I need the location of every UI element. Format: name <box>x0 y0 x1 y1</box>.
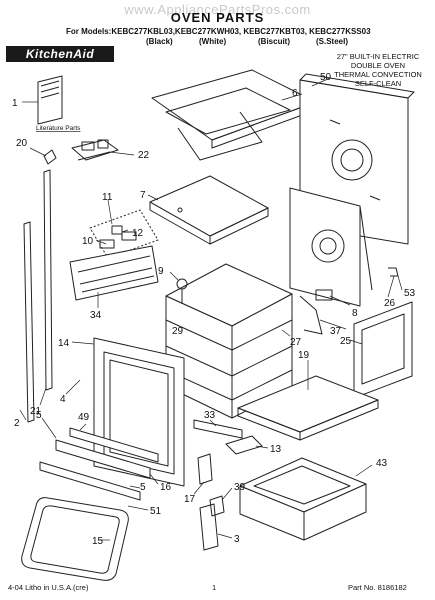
description-line: 27" BUILT-IN ELECTRIC <box>336 52 420 61</box>
part-trim-group <box>89 209 159 259</box>
watermark: www.AppliancePartsPros.com <box>124 2 311 17</box>
callout-label: 49 <box>78 412 90 423</box>
callout-label: 11 <box>102 192 113 203</box>
callout-label: 27 <box>290 337 302 348</box>
product-description: 27" BUILT-IN ELECTRIC DOUBLE OVEN THERMA… <box>328 52 428 88</box>
callout-label: 22 <box>138 150 150 161</box>
callout-label: 7 <box>140 190 146 201</box>
callout-label: 26 <box>384 298 396 309</box>
part-number: Part No. 8186182 <box>348 583 407 592</box>
brand-logo: KitchenAid <box>6 46 114 62</box>
callout-label: 3 <box>234 534 240 545</box>
callout-label: 39 <box>234 482 246 493</box>
callout-label: 17 <box>184 494 196 505</box>
part-control-panel <box>69 245 159 301</box>
callout-label: 15 <box>92 536 104 547</box>
part-side-panel <box>289 187 399 335</box>
description-line: DOUBLE OVEN <box>350 61 406 70</box>
callout-label: 43 <box>376 458 388 469</box>
callout-label: 4 <box>60 394 66 405</box>
description-line: THERMAL CONVECTION <box>334 70 422 79</box>
callout-label: 14 <box>58 338 70 349</box>
literature-label: Literature Parts <box>36 125 81 132</box>
callout-label: 51 <box>150 506 162 517</box>
variant-biscuit: (Biscuit) <box>258 37 290 46</box>
part-rails <box>193 419 263 455</box>
callout-label: 8 <box>352 308 358 319</box>
callout-label: 16 <box>160 482 172 493</box>
part-literature <box>37 75 63 125</box>
callout-label: 33 <box>204 410 216 421</box>
callout-label: 12 <box>132 228 144 239</box>
callout-label: 2 <box>14 418 20 429</box>
callout-label: 20 <box>16 138 28 149</box>
callout-numbers: 50 6 1 20 22 7 11 12 10 9 34 8 26 53 29 … <box>12 72 416 547</box>
callout-label: 29 <box>172 326 184 337</box>
part-control-module <box>71 139 119 161</box>
variant-black: (Black) <box>146 37 173 46</box>
part-frame <box>353 301 413 399</box>
part-side-strips <box>23 169 53 423</box>
callout-label: 50 <box>320 72 332 83</box>
part-clip <box>43 149 57 165</box>
callout-label: 19 <box>298 350 310 361</box>
description-line: SELF-CLEAN <box>354 79 402 88</box>
part-top-panel <box>151 69 317 161</box>
variant-steel: (S.Steel) <box>316 37 349 46</box>
variant-white: (White) <box>199 37 227 46</box>
callout-label: 53 <box>404 288 416 299</box>
model-list: For Models:KEBC277KBL03,KEBC277KWH03, KE… <box>66 27 371 36</box>
callout-label: 1 <box>12 98 18 109</box>
callout-label: 25 <box>340 336 352 347</box>
part-bracket <box>197 453 213 485</box>
callout-label: 9 <box>158 266 164 277</box>
callout-label: 10 <box>82 236 94 247</box>
part-drip-tray <box>237 375 379 441</box>
part-upper-shelf <box>149 175 269 245</box>
part-hinge <box>199 495 225 551</box>
callout-label: 6 <box>292 88 298 99</box>
part-bottom-pan <box>239 457 367 541</box>
part-trim-bars <box>39 427 159 501</box>
callout-label: 5 <box>36 410 42 421</box>
callout-label: 34 <box>90 310 102 321</box>
callout-label: 5 <box>140 482 146 493</box>
callout-label: 37 <box>330 326 342 337</box>
callout-label: 21 <box>30 406 42 417</box>
page-title: OVEN PARTS <box>170 10 265 25</box>
callout-label: 13 <box>270 444 282 455</box>
part-door-gasket <box>21 497 129 581</box>
litho-note: 4-04 Litho in U.S.A.(cre) <box>8 583 89 592</box>
page-number: 1 <box>212 583 217 592</box>
